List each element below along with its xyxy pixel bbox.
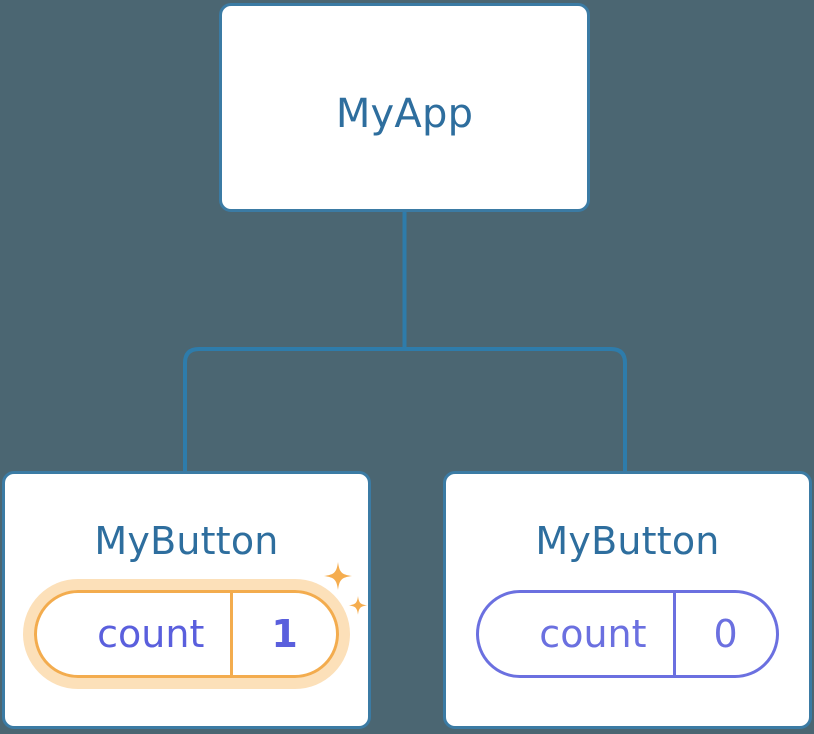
node-card-root[interactable]: MyApp	[219, 3, 590, 212]
node-title-child-right: MyButton	[535, 519, 720, 563]
node-card-child-left[interactable]: MyButton count 1	[2, 471, 371, 729]
state-pill-key-right: count	[539, 612, 647, 656]
state-pill-key-left: count	[97, 612, 205, 656]
state-pill-right[interactable]: count 0	[476, 590, 779, 678]
node-title-root: MyApp	[335, 91, 474, 137]
state-pill-wrap-right: count 0	[446, 590, 809, 678]
node-card-child-right[interactable]: MyButton count 0	[443, 471, 812, 729]
state-pill-value-right: 0	[672, 593, 776, 675]
node-title-child-left: MyButton	[94, 519, 279, 563]
edge-root-to-child-right	[404, 347, 627, 472]
state-pill-left[interactable]: count 1	[34, 590, 339, 678]
state-pill-wrap-left: count 1	[5, 590, 368, 678]
state-pill-value-left: 1	[230, 593, 335, 675]
edge-root-to-child-left	[183, 347, 405, 472]
